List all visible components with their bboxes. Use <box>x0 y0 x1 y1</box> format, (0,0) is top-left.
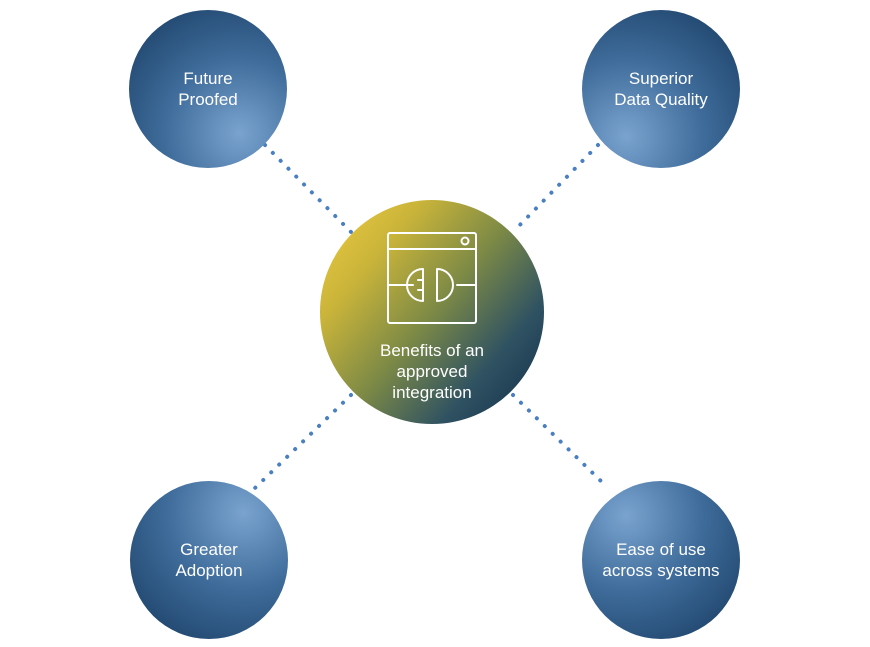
plug-window-icon <box>387 231 477 324</box>
node-label: Superior Data Quality <box>614 69 708 109</box>
node-label: Future Proofed <box>178 69 238 109</box>
node-future-proofed: Future Proofed <box>129 10 287 168</box>
center-label: Benefits of an approved integration <box>380 340 484 402</box>
node-greater-adoption: Greater Adoption <box>130 481 288 639</box>
connector-bottom-right <box>511 393 610 490</box>
center-node: Benefits of an approved integration <box>320 200 544 424</box>
connector-bottom-left <box>253 393 353 490</box>
node-superior-data-quality: Superior Data Quality <box>582 10 740 168</box>
connector-top-left <box>263 143 353 234</box>
node-label: Ease of use across systems <box>602 540 720 580</box>
node-label: Greater Adoption <box>175 540 243 580</box>
node-ease-of-use: Ease of use across systems <box>582 481 740 639</box>
connector-top-right <box>511 143 600 234</box>
